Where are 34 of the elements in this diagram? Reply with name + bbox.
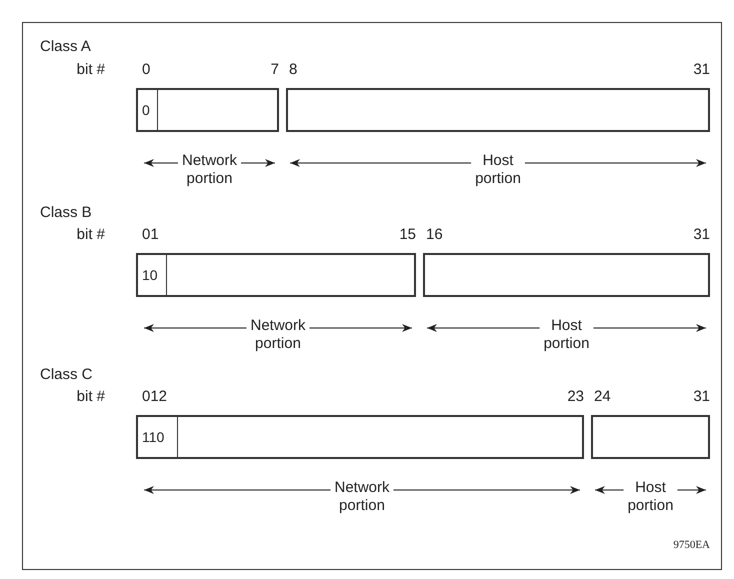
field-box (136, 88, 279, 132)
bit-number: 23 (567, 388, 584, 406)
field-box (136, 253, 416, 297)
field-box (136, 415, 584, 459)
bit-number: 7 (270, 61, 279, 79)
field-box (591, 415, 710, 459)
bit-number: 8 (289, 61, 298, 79)
row-label: bit # (76, 61, 105, 79)
row-label: bit # (76, 388, 105, 406)
bit-number: 01 (142, 226, 159, 244)
class-heading: Class B (40, 204, 92, 222)
span-label: Network portion (182, 152, 237, 188)
figure-number: 9750EA (673, 538, 710, 553)
bit-number: 012 (142, 388, 168, 406)
span-label: Host portion (475, 152, 521, 188)
bit-number: 31 (693, 61, 710, 79)
class-heading: Class C (40, 366, 93, 384)
span-label: Network portion (250, 317, 306, 353)
span-label: Network portion (334, 479, 390, 515)
leading-bits-cell: 110 (138, 417, 178, 457)
bit-number: 24 (594, 388, 611, 406)
leading-bits-cell: 10 (138, 255, 167, 295)
class-heading: Class A (40, 38, 91, 56)
field-box (286, 88, 710, 132)
bit-number: 15 (399, 226, 416, 244)
bit-number: 31 (693, 226, 710, 244)
bit-number: 16 (426, 226, 443, 244)
field-box (423, 253, 710, 297)
bit-number: 31 (693, 388, 710, 406)
bit-number: 0 (142, 61, 150, 79)
span-label: Host portion (628, 479, 674, 515)
row-label: bit # (76, 226, 105, 244)
leading-bits-cell: 0 (138, 90, 158, 130)
span-label: Host portion (544, 317, 590, 353)
